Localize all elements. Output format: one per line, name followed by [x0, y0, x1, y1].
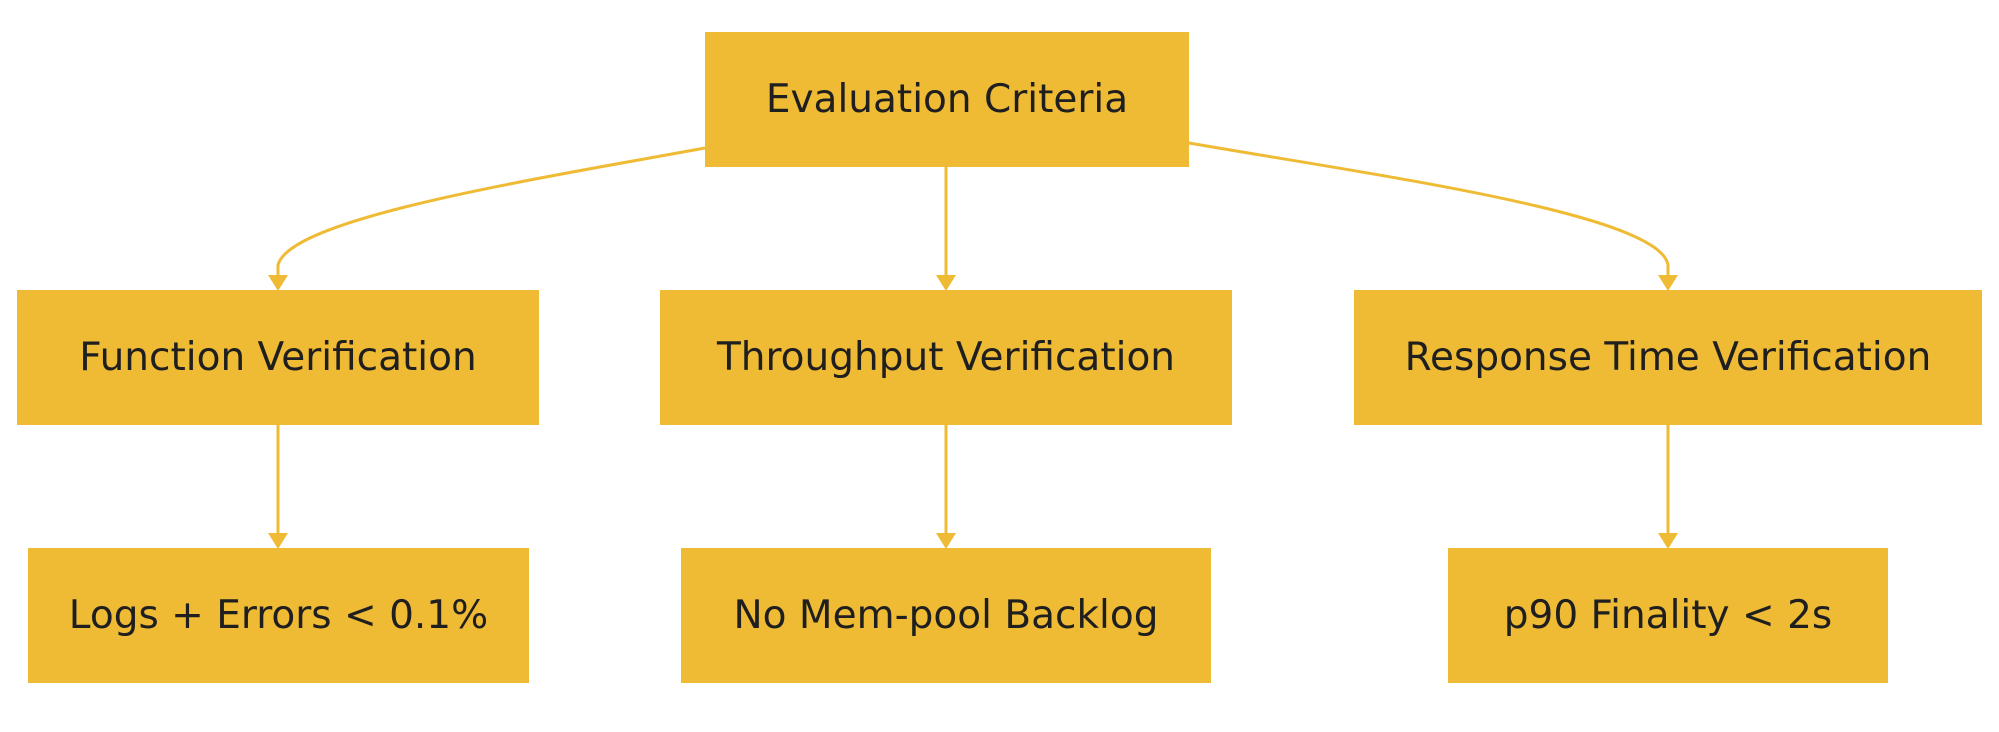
node-no-mempool-backlog: No Mem-pool Backlog — [681, 548, 1211, 683]
node-p90-finality: p90 Finality < 2s — [1448, 548, 1888, 683]
arrowhead-mempool — [936, 533, 956, 549]
node-throughput-verification: Throughput Verification — [660, 290, 1232, 425]
node-response-time-verification: Response Time Verification — [1354, 290, 1982, 425]
node-function-verification: Function Verification — [17, 290, 539, 425]
arrowhead-logs — [268, 533, 288, 549]
edge-root-to-function — [276, 146, 706, 277]
node-logs-errors-threshold: Logs + Errors < 0.1% — [28, 548, 529, 683]
arrowhead-function — [268, 275, 288, 291]
node-evaluation-criteria: Evaluation Criteria — [705, 32, 1189, 167]
arrowhead-throughput — [936, 275, 956, 291]
arrowhead-response — [1658, 275, 1678, 291]
edge-root-to-response — [1188, 141, 1670, 277]
arrowhead-finality — [1658, 533, 1678, 549]
